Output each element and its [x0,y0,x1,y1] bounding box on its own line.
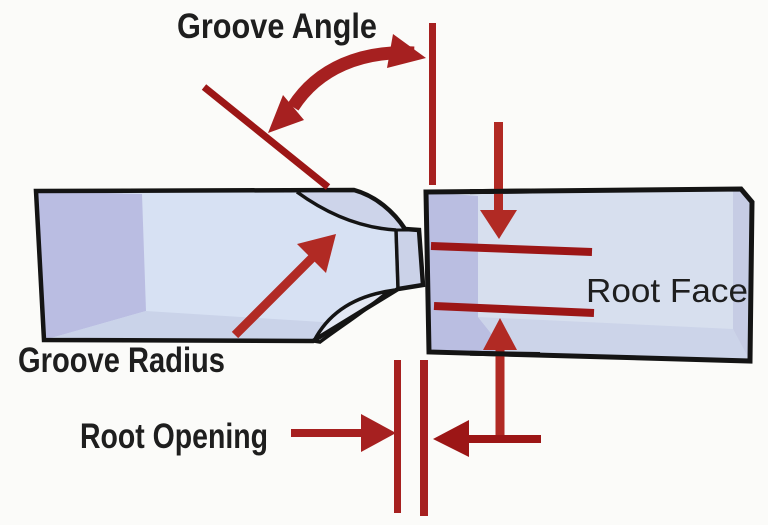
groove-angle-label: Groove Angle [177,7,377,46]
root-face-arrow-up-shaft [495,350,505,441]
root-opening-arrow-left-shaft [469,435,541,443]
right-workpiece-left-face [426,192,506,352]
groove-radius-label: Groove Radius [18,341,225,380]
annotations [201,23,595,516]
groove-radius-arrow-head [297,234,336,273]
groove-angle-arrowhead-right [387,34,426,68]
root-opening-arrow-right-shaft [291,429,363,437]
groove-curved-face [297,190,405,230]
left-workpiece-bottom-face [44,311,338,341]
right-workpiece [423,186,755,364]
root-opening-line-right [420,360,428,516]
groove-face-extension-line [201,84,331,190]
root-face-lower-line [433,302,595,317]
right-workpiece-outline [423,186,755,364]
root-opening-line-left [394,360,401,513]
root-opening-arrow-right-head [361,414,396,452]
root-opening-label: Root Opening [80,417,268,456]
left-workpiece [33,187,426,344]
root-face-arrow-down-shaft [494,122,503,214]
centerline-top [429,23,436,185]
left-workpiece-left-face [36,191,146,340]
groove-radius-arrow-shaft [231,248,322,339]
root-face-upper-line [430,242,593,256]
right-workpiece-bottom-face [478,317,750,361]
right-workpiece-right-face [733,189,752,361]
groove-angle-arrowhead-left [268,95,304,133]
right-workpiece-main-face [426,189,752,361]
root-face-label: Root Face [586,272,748,309]
groove-radius-arrow [231,234,336,339]
groove-inner-curve [295,190,397,232]
nose-front-edge [394,229,400,290]
right-bottom-edge-overlay [469,350,541,357]
root-face-arrow-down-head [480,210,517,239]
root-opening-arrow-left-head [433,420,469,457]
right-top-edge-overlay [469,188,531,195]
root-face-arrow-up-head [483,318,517,350]
